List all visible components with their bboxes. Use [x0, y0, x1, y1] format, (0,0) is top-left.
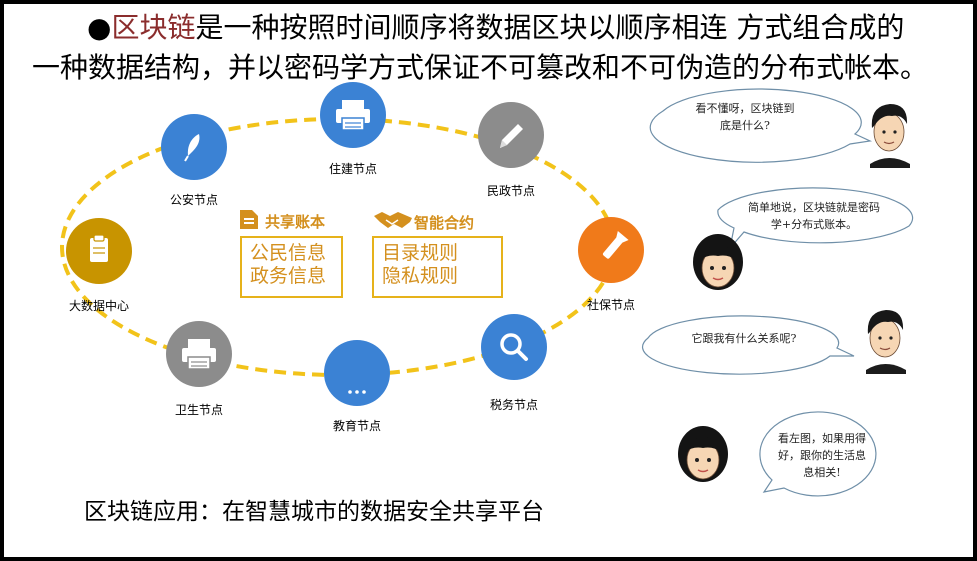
ledger-box: 公民信息 政务信息	[240, 236, 343, 298]
node-circle	[161, 114, 227, 180]
slide: ●区块链是一种按照时间顺序将数据区块以顺序相连 方式组合成的 一种数据结构，并以…	[4, 4, 973, 557]
bubble-text: 看不懂呀，区块链到底是什么?	[695, 102, 795, 132]
node-circle	[478, 102, 544, 168]
node-circle	[166, 321, 232, 387]
pen-icon	[500, 124, 523, 148]
page-title: ●区块链是一种按照时间顺序将数据区块以顺序相连 方式组合成的 一种数据结构，并以…	[32, 8, 962, 88]
ledger-line: 公民信息	[250, 242, 327, 264]
bubble-text: 它跟我有什么关系呢?	[691, 332, 797, 345]
handshake-icon	[374, 212, 412, 228]
title-line2: 一种数据结构，并以密码学方式保证不可篡改和不可伪造的分布式帐本。	[32, 51, 929, 84]
title-line1: 是一种按照时间顺序将数据区块以顺序相连 方式组合成的	[195, 11, 905, 44]
flashlight-icon	[602, 230, 629, 259]
man-avatar	[866, 310, 906, 374]
diagram-caption: 区块链应用：在智慧城市的数据安全共享平台	[84, 499, 544, 525]
woman-avatar	[678, 426, 728, 482]
node-circle	[324, 340, 390, 406]
search-icon	[500, 333, 528, 361]
title-keyword: 区块链	[111, 11, 196, 44]
node-label: 教育节点	[332, 419, 381, 433]
contract-line: 隐私规则	[382, 265, 459, 287]
contract-line: 目录规则	[382, 242, 459, 264]
ledger-line: 政务信息	[250, 265, 327, 287]
node-label: 卫生节点	[174, 403, 223, 417]
bullet-icon: ●	[87, 11, 112, 44]
woman-avatar	[693, 234, 743, 290]
bubble-shapes	[641, 88, 914, 497]
node-label: 税务节点	[489, 398, 538, 412]
contract-title: 智能合约	[414, 214, 475, 232]
feather-icon	[184, 134, 200, 162]
node-circle	[578, 217, 644, 283]
printer-icon	[182, 339, 216, 370]
contract-box: 目录规则 隐私规则	[372, 236, 503, 298]
bubble-text: 看左图，如果用得好，跟你的生活息息相关!	[778, 432, 866, 479]
bubble-text: 简单地说，区块链就是密码学+分布式账本。	[748, 201, 880, 231]
more-icon	[348, 390, 366, 394]
ledger-icon	[240, 210, 258, 229]
node-label: 公安节点	[169, 193, 218, 207]
node-circle	[481, 314, 547, 380]
clipboard-icon	[90, 234, 108, 262]
man-avatar	[870, 104, 910, 168]
node-circle	[66, 218, 132, 284]
node-label: 住建节点	[328, 162, 377, 176]
node-label: 社保节点	[586, 298, 635, 312]
node-circle	[320, 82, 386, 148]
printer-icon	[336, 100, 370, 131]
node-label: 大数据中心	[68, 299, 129, 313]
node-label: 民政节点	[486, 184, 535, 198]
ledger-title: 共享账本	[265, 213, 326, 231]
